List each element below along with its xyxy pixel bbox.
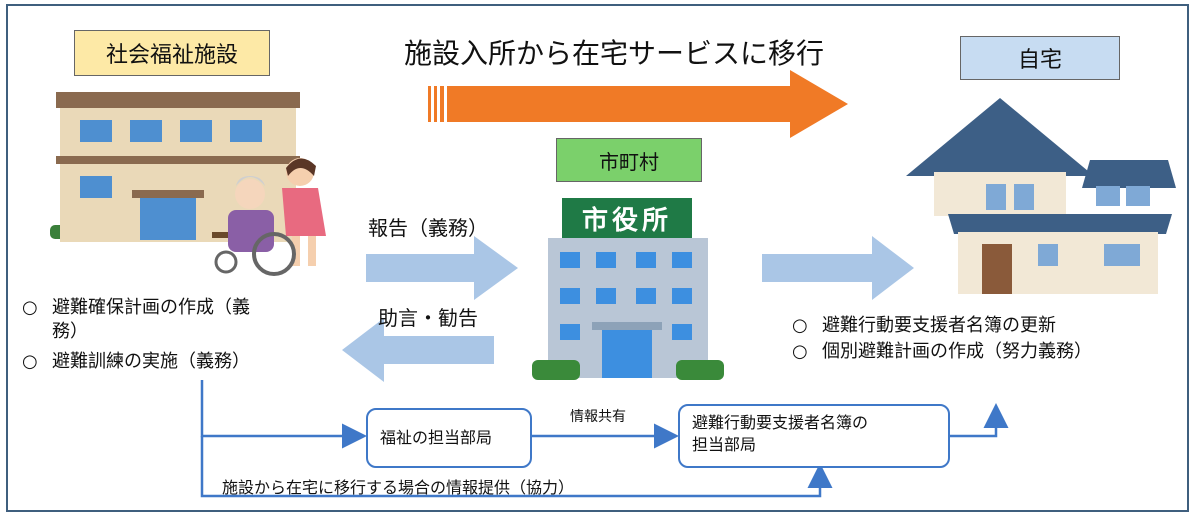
- bullet-mark: ○: [792, 341, 808, 362]
- city-label-text: 市町村: [599, 149, 659, 174]
- transition-title: 施設入所から在宅サービスに移行: [404, 37, 825, 70]
- home-bullet-1-text: 避難行動要支援者名簿の更新: [822, 315, 1056, 336]
- home-bullet-2: ○ 個別避難計画の作成（努力義務）: [792, 340, 1092, 364]
- advice-arrow: [342, 318, 494, 382]
- roster-department-line1: 避難行動要支援者名簿の: [692, 413, 869, 432]
- city-to-home-arrow: [762, 236, 914, 300]
- bullet-mark: ○: [792, 315, 808, 336]
- welfare-department-box: 福祉の担当部局: [366, 408, 532, 468]
- report-arrow: [366, 236, 518, 300]
- facility-label-text: 社会福祉施設: [105, 43, 238, 68]
- welfare-department-text: 福祉の担当部局: [380, 428, 493, 447]
- city-hall-building-icon: [532, 198, 724, 380]
- facility-bullet-2: ○ 避難訓練の実施（義務）: [22, 350, 250, 374]
- facility-bullet-1-text: 避難確保計画の作成（義: [52, 297, 250, 318]
- info-sharing-text: 情報共有: [570, 409, 626, 425]
- roster-department-box: 避難行動要支援者名簿の 担当部局: [678, 404, 950, 468]
- city-label: 市町村: [556, 138, 702, 182]
- facility-bullet-1-cont: 務）: [52, 320, 88, 344]
- info-provision-text: 施設から在宅に移行する場合の情報提供（協力）: [222, 478, 575, 497]
- home-bullet-1: ○ 避難行動要支援者名簿の更新: [792, 314, 1056, 338]
- house-icon: [906, 98, 1176, 294]
- report-text: 報告（義務）: [368, 216, 488, 240]
- caregiver-wheelchair-icon: [212, 158, 326, 276]
- home-label: 自宅: [960, 36, 1120, 80]
- orange-transition-arrow: [428, 70, 848, 138]
- facility-bullet-1: ○ 避難確保計画の作成（義: [22, 296, 250, 320]
- bullet-mark: ○: [22, 297, 38, 318]
- facility-bullet-2-text: 避難訓練の実施（義務）: [52, 351, 250, 372]
- facility-label: 社会福祉施設: [74, 30, 270, 76]
- advice-text: 助言・勧告: [378, 306, 478, 330]
- bullet-mark: ○: [22, 351, 38, 372]
- diagram-frame: [6, 4, 1189, 512]
- home-bullet-2-text: 個別避難計画の作成（努力義務）: [822, 341, 1092, 362]
- flow-connectors: [200, 380, 1009, 498]
- roster-department-line2: 担当部局: [692, 435, 757, 454]
- city-hall-sign: 市役所: [581, 206, 672, 236]
- facility-bullet-1-cont-text: 務）: [52, 321, 88, 342]
- home-label-text: 自宅: [1017, 48, 1062, 73]
